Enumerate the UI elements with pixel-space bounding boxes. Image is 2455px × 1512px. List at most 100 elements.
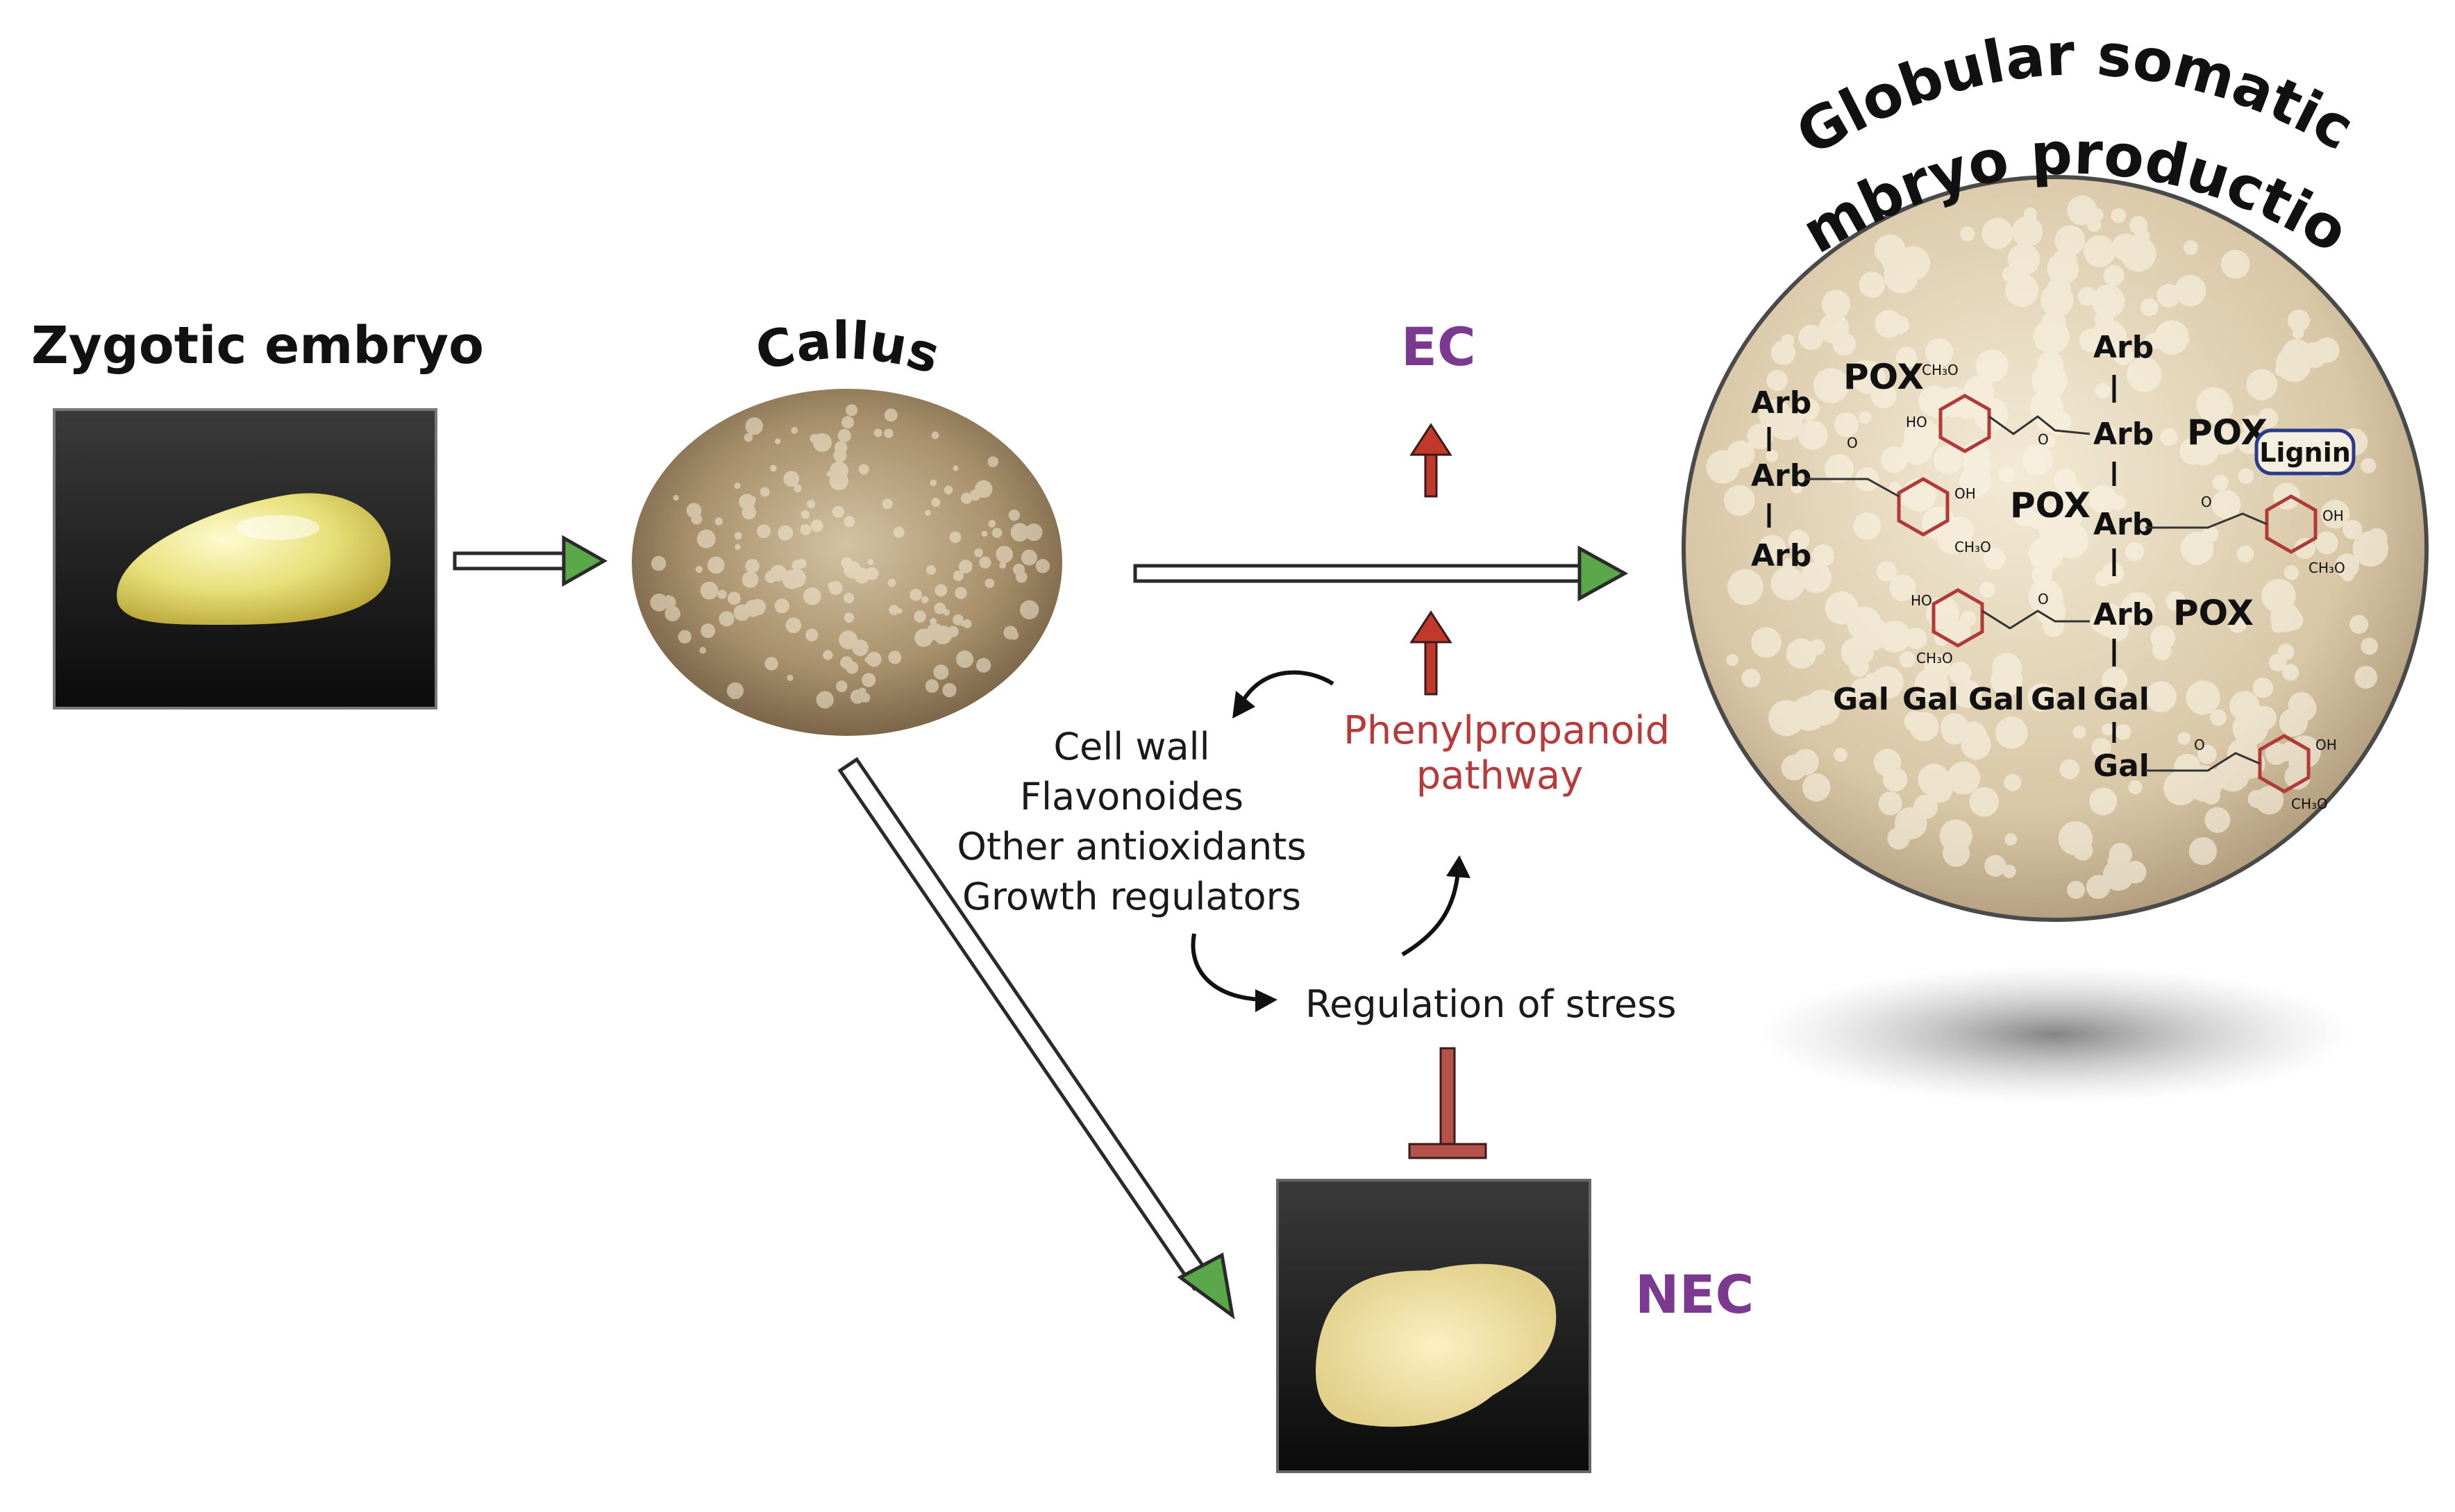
texture-dot	[1834, 412, 1859, 437]
texture-dot	[2227, 738, 2259, 770]
texture-dot	[2058, 821, 2093, 856]
texture-dot	[1887, 827, 1910, 850]
texture-dot	[2294, 537, 2315, 560]
texture-dot	[935, 584, 948, 597]
texture-dot	[695, 566, 703, 573]
phenylpropanoid-label: Phenylpropanoid pathway	[1343, 708, 1670, 798]
texture-dot	[2127, 357, 2162, 392]
arb-label: Arb	[2093, 417, 2154, 452]
texture-dot	[717, 589, 727, 599]
curved-arrow-to-stress	[1191, 933, 1268, 1002]
texture-dot	[2204, 807, 2231, 833]
texture-dot	[2186, 680, 2220, 715]
texture-dot	[719, 611, 735, 627]
texture-dot	[2255, 786, 2284, 815]
texture-dot	[2088, 485, 2118, 514]
texture-dot	[2102, 667, 2128, 694]
texture-dot	[741, 571, 759, 588]
texture-dot	[1925, 338, 1954, 367]
texture-dot	[864, 657, 871, 663]
texture-dot	[2004, 833, 2018, 846]
texture-dot	[1874, 234, 1906, 266]
texture-dot	[2120, 235, 2156, 272]
texture-dot	[987, 456, 999, 467]
texture-dot	[2054, 225, 2086, 256]
pox-label: POX	[2010, 485, 2090, 526]
texture-dot	[2361, 457, 2377, 473]
texture-dot	[650, 594, 669, 612]
texture-dot	[955, 587, 967, 599]
gal-label: Gal	[2093, 682, 2150, 717]
texture-dot	[981, 530, 988, 537]
texture-dot	[976, 657, 991, 673]
texture-dot	[1766, 369, 1788, 392]
pox-label: POX	[1843, 357, 1924, 397]
texture-dot	[745, 559, 760, 573]
texture-dot	[714, 517, 723, 526]
texture-dot	[2002, 266, 2020, 283]
texture-dot	[2011, 216, 2043, 247]
texture-dot	[873, 428, 882, 437]
pox-label: POX	[2187, 412, 2268, 453]
texture-dot	[1975, 349, 2009, 383]
regulation-of-stress-label: Regulation of stress	[1305, 982, 1677, 1026]
callus-title: Callus	[750, 311, 946, 386]
texture-dot	[975, 480, 993, 498]
texture-dot	[947, 625, 959, 637]
texture-dot	[777, 525, 794, 541]
texture-dot	[931, 431, 939, 439]
texture-dot	[1800, 562, 1832, 594]
svg-text:OH: OH	[2322, 507, 2344, 524]
texture-dot	[1836, 686, 1857, 707]
sphere-shadow	[1757, 965, 2354, 1104]
texture-dot	[841, 557, 853, 569]
texture-dot	[774, 598, 789, 614]
texture-dot	[1904, 483, 1929, 507]
texture-dot	[1899, 651, 1916, 668]
texture-dot	[1016, 571, 1028, 583]
effects-item-flavonoides: Flavonoides	[1019, 775, 1244, 818]
texture-dot	[2125, 612, 2137, 625]
lignin-label: Lignin	[2259, 437, 2351, 468]
texture-dot	[1881, 446, 1908, 473]
texture-dot	[728, 591, 741, 605]
texture-dot	[2095, 383, 2111, 398]
arrow-zygotic-to-callus	[453, 535, 608, 587]
svg-text:OH: OH	[1954, 485, 1976, 502]
texture-dot	[991, 528, 1003, 538]
texture-dot	[2022, 444, 2053, 476]
texture-dot	[2295, 360, 2311, 376]
texture-dot	[2041, 311, 2067, 337]
texture-dot	[2029, 536, 2064, 571]
texture-dot	[2165, 591, 2186, 612]
texture-dot	[2128, 780, 2143, 795]
texture-dot	[1853, 512, 1882, 540]
texture-dot	[741, 505, 757, 520]
texture-dot	[884, 428, 894, 439]
texture-dot	[930, 479, 937, 487]
svg-text:CH₃O: CH₃O	[2309, 560, 2345, 576]
texture-dot	[686, 503, 702, 519]
texture-dot	[2315, 531, 2338, 555]
texture-dot	[910, 589, 922, 601]
texture-dot	[2145, 681, 2177, 713]
texture-dot	[2115, 724, 2131, 741]
texture-dot	[1791, 695, 1827, 731]
texture-dot	[2258, 408, 2279, 428]
texture-dot	[2072, 725, 2086, 739]
aromatic-ring	[1938, 394, 1991, 453]
texture-dot	[1995, 716, 2028, 749]
texture-dot	[855, 643, 867, 654]
texture-dot	[882, 498, 893, 510]
gal-label: Gal	[1968, 682, 2025, 717]
texture-dot	[2211, 489, 2241, 519]
texture-dot	[2004, 773, 2022, 791]
gal-label: Gal	[1902, 682, 1959, 717]
texture-dot	[2341, 569, 2354, 582]
texture-dot	[734, 532, 742, 540]
texture-dot	[744, 432, 753, 442]
red-arrow-to-ec	[1409, 423, 1452, 498]
texture-dot	[889, 605, 899, 615]
texture-dot	[1727, 569, 1763, 605]
texture-dot	[1747, 423, 1773, 450]
